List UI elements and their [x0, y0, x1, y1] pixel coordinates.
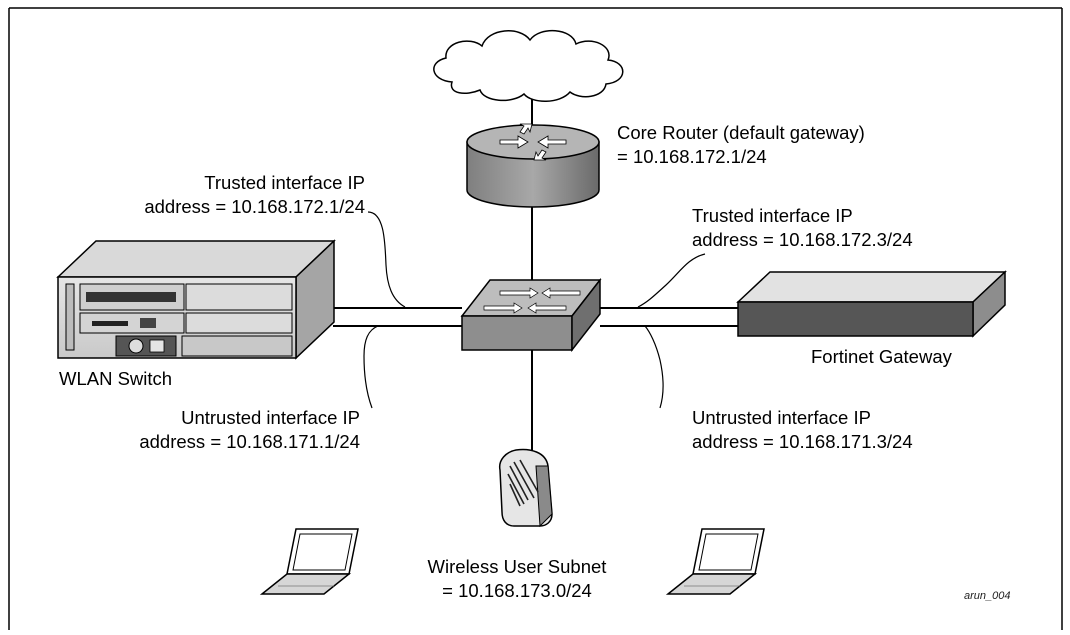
wireless-subnet-title: Wireless User Subnet: [427, 556, 607, 577]
leader-wlan-trusted: [367, 211, 406, 308]
laptop-icon: [665, 528, 765, 595]
gateway-untrusted-title: Untrusted interface IP: [692, 407, 871, 428]
core-router-ip: = 10.168.172.1/24: [617, 146, 767, 167]
router-icon: [466, 123, 600, 208]
leader-gateway-trusted: [637, 253, 706, 308]
wlan-trusted-label: Trusted interface IP address = 10.168.17…: [90, 171, 365, 219]
wlan-untrusted-title: Untrusted interface IP: [181, 407, 360, 428]
switch-icon: [460, 277, 602, 353]
wlan-trusted-title: Trusted interface IP: [204, 172, 365, 193]
leader-gateway-untrusted: [644, 325, 664, 409]
gateway-trusted-ip: address = 10.168.172.3/24: [692, 229, 913, 250]
gateway-icon: [736, 270, 1007, 338]
wlan-trusted-ip: address = 10.168.172.1/24: [144, 196, 365, 217]
wireless-subnet-ip: = 10.168.173.0/24: [442, 580, 592, 601]
gateway-trusted-label: Trusted interface IP address = 10.168.17…: [692, 204, 913, 252]
gateway-untrusted-ip: address = 10.168.171.3/24: [692, 431, 913, 452]
cloud-icon: [433, 29, 624, 102]
leader-wlan-untrusted: [363, 325, 379, 409]
core-router-name: Core Router (default gateway): [617, 122, 865, 143]
gateway-trusted-title: Trusted interface IP: [692, 205, 853, 226]
wlan-untrusted-ip: address = 10.168.171.1/24: [139, 431, 360, 452]
wlan-switch-icon: [56, 239, 336, 360]
network-links: [333, 98, 738, 458]
leader-lines: [363, 211, 706, 409]
access-point-icon: [498, 448, 553, 528]
wireless-subnet-label: Wireless User Subnet = 10.168.173.0/24: [392, 555, 642, 603]
figure-tag: arun_004: [964, 590, 1011, 602]
fortinet-gateway-label: Fortinet Gateway: [811, 346, 952, 367]
core-router-label: Core Router (default gateway) = 10.168.1…: [617, 121, 865, 169]
gateway-untrusted-label: Untrusted interface IP address = 10.168.…: [692, 406, 913, 454]
wlan-untrusted-label: Untrusted interface IP address = 10.168.…: [90, 406, 360, 454]
wlan-switch-label: WLAN Switch: [59, 368, 173, 389]
laptop-icon: [259, 528, 359, 595]
